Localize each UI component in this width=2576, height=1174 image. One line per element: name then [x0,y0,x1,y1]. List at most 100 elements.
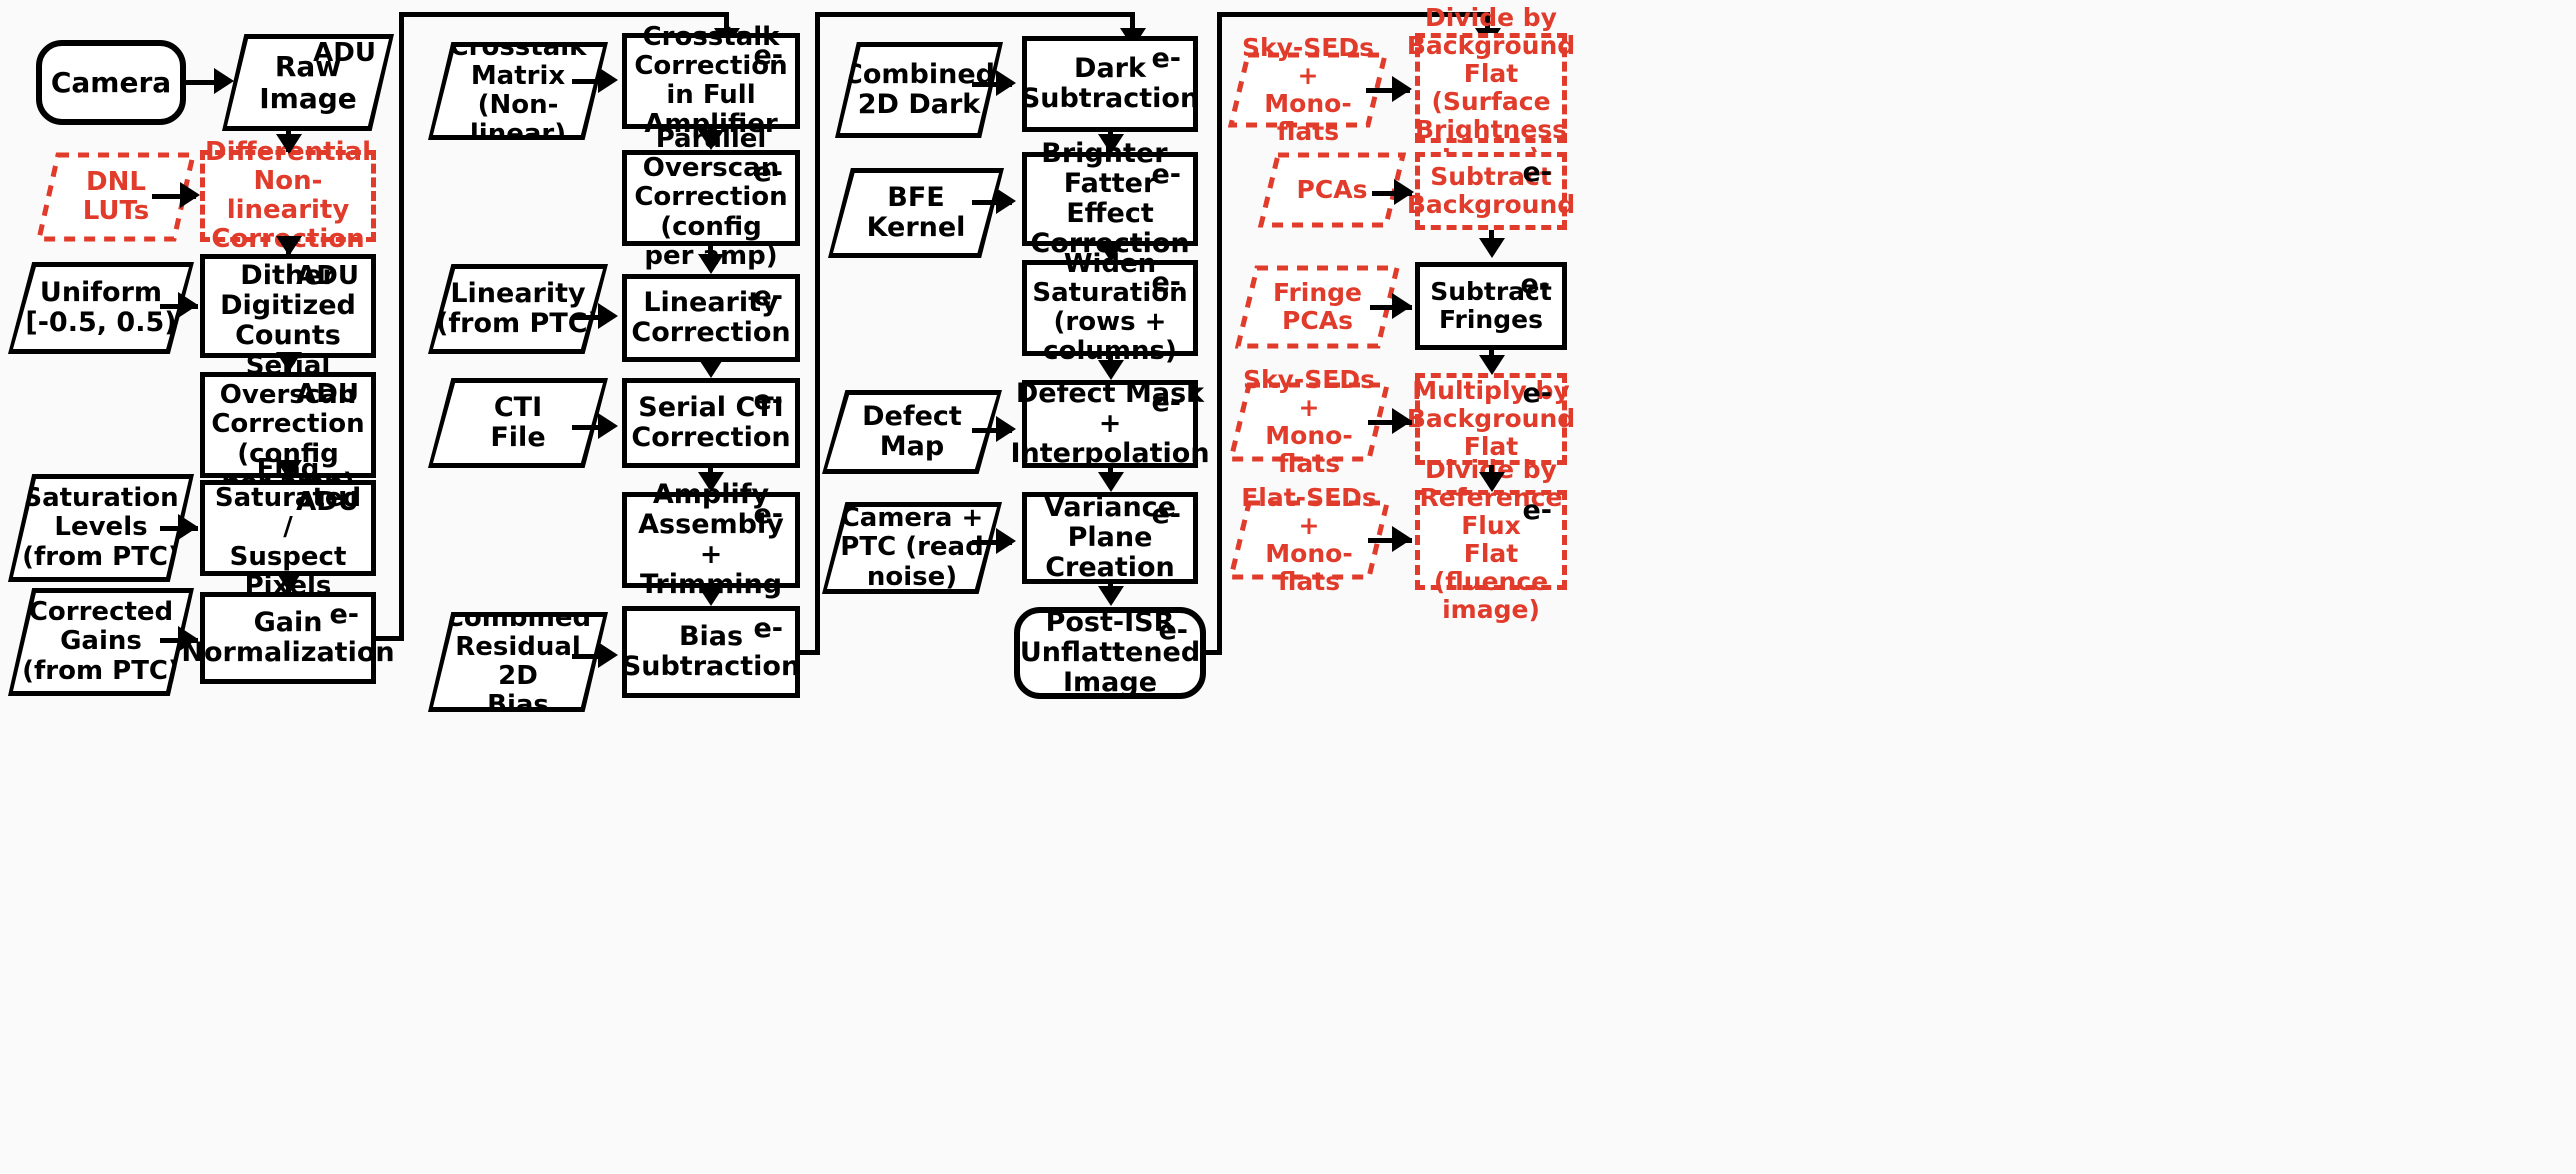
edge-col2-to-col3-down [1130,12,1135,34]
arrowhead [598,642,618,668]
edge-ctifile-to-corr [572,425,612,430]
node-bfe-correction[interactable]: Brighter-Fatter Effect Correction e- [1022,138,1198,259]
unit-tag-adu: ADU [313,38,376,68]
node-pcas[interactable]: PCAs [1258,152,1406,228]
arrowhead [996,70,1016,96]
edge-subtractbkg-to-fringes [1489,230,1494,240]
edge-cameraptc-to-variance [972,540,1012,545]
node-amplify-assembly-label: Amplify Assembly + Trimming [638,478,784,601]
node-defect-mask-label: Defect Mask + Interpolation [1010,377,1210,470]
unit-tag-adu: ADU [296,379,359,409]
node-crosstalk-correction[interactable]: Crosstalk Correction in Full Amplifier e… [622,22,800,139]
unit-tag-electron: e- [753,40,783,71]
node-subtract-fringes-label: Subtract Fringes [1430,277,1552,334]
node-widen-saturation[interactable]: Widen Saturation (rows + columns) e- [1022,249,1198,366]
node-sky-seds-2[interactable]: Sky-SEDs + Mono-flats [1228,366,1390,478]
edge-fringepcas-to-subtractfringes [1370,305,1412,310]
edge-linearityptc-to-corr [572,315,612,320]
node-gain-normalization[interactable]: Gain Normalization e- [181,592,395,684]
node-variance-plane-label: Variance Plane Creation [1044,491,1176,584]
edge-dnl-luts-to-correction [152,194,196,199]
edge-flatseds-to-divideref [1368,538,1412,543]
arrowhead [1479,472,1505,492]
node-divide-background-flat[interactable]: Divide by Background Flat (Surface Brigh… [1407,4,1575,172]
unit-tag-electron: e- [1158,615,1188,646]
edge-fringes-to-multiply [1489,350,1494,358]
node-sky-seds-1-label: Sky-SEDs + Mono-flats [1241,33,1375,146]
node-flag-saturated[interactable]: Flag Saturated / Suspect Pixels ADU [200,455,376,600]
edge-col1-to-col2-h1 [376,636,404,641]
node-parallel-overscan[interactable]: Parallel Overscan Correction (config per… [622,125,800,270]
node-multiply-background-flat[interactable]: Multiply by Background Flat e- [1407,373,1575,465]
node-bias-subtraction[interactable]: Bias Subtraction e- [622,606,800,698]
edge-parallel-to-linearity [708,246,713,256]
node-serial-cti-correction[interactable]: Serial CTI Correction e- [622,378,800,468]
node-camera[interactable]: Camera [36,40,186,125]
node-dither[interactable]: Dither Digitized Counts ADU [200,254,376,358]
unit-tag-adu: ADU [296,261,359,291]
node-defect-mask[interactable]: Defect Mask + Interpolation e- [1010,378,1209,469]
node-bfe-kernel[interactable]: BFE Kernel [828,168,1004,258]
edge-camera-to-raw [186,80,218,85]
node-uniform-label: Uniform [-0.5, 0.5) [25,276,177,338]
node-camera-ptc[interactable]: Camera + PTC (read noise) [822,502,1002,594]
node-combined-residual-bias-label: Combined Residual 2D Bias [444,602,592,721]
edge-multiply-to-divideref [1489,465,1494,473]
node-bfe-kernel-label: BFE Kernel [866,181,966,243]
node-dnl-correction-label: Differential Non-linearity Correction [205,137,371,255]
node-flat-seds[interactable]: Flat-SEDs + Mono-flats [1228,484,1390,596]
node-parallel-overscan-label: Parallel Overscan Correction (config per… [634,124,788,271]
unit-tag-electron: e- [753,281,783,312]
node-divide-reference-flux[interactable]: Divide by Reference Flux Flat (fluence i… [1415,456,1567,624]
node-sky-seds-1[interactable]: Sky-SEDs + Mono-flats [1228,34,1388,146]
node-bias-subtraction-label: Bias Subtraction [621,620,801,682]
node-combined-residual-bias[interactable]: Combined Residual 2D Bias [428,612,608,712]
node-linearity-ptc[interactable]: Linearity (from PTC) [428,264,608,354]
node-variance-plane[interactable]: Variance Plane Creation e- [1022,492,1198,584]
node-combined-2d-dark[interactable]: Combined 2D Dark [835,42,1003,138]
node-dither-label: Dither Digitized Counts [220,259,356,352]
unit-tag-electron: e- [1151,159,1181,190]
node-saturation-levels[interactable]: Saturation Levels (from PTC) [8,474,194,582]
node-dark-subtraction-label: Dark Subtraction [1020,52,1200,114]
edge-col3-to-col4-h1 [1206,650,1222,655]
unit-tag-electron: e- [1151,43,1181,74]
node-camera-ptc-label: Camera + PTC (read noise) [840,503,984,592]
unit-tag-electron: e- [753,499,783,530]
node-sky-seds-2-label: Sky-SEDs + Mono-flats [1242,365,1376,478]
arrowhead [1479,355,1505,375]
edge-cti-to-amplify [708,468,713,474]
node-amplify-assembly[interactable]: Amplify Assembly + Trimming e- [622,479,800,600]
node-post-isr[interactable]: Post-ISR Unflattened Image e- [1014,607,1206,699]
node-dnl-correction[interactable]: Differential Non-linearity Correction [200,137,376,254]
arrowhead [1392,293,1412,319]
node-fringe-pcas-label: Fringe PCAs [1272,278,1363,335]
node-subtract-fringes[interactable]: Subtract Fringes e- [1415,262,1567,350]
arrowhead [1392,526,1412,552]
edge-dark-to-darksub [972,82,1012,87]
arrowhead [180,182,200,208]
node-raw-image[interactable]: Raw Image ADU [222,34,394,131]
node-fringe-pcas[interactable]: Fringe PCAs [1235,265,1400,349]
node-uniform[interactable]: Uniform [-0.5, 0.5) [8,262,194,354]
node-cti-file[interactable]: CTI File [428,378,608,468]
node-dnl-luts[interactable]: DNL LUTs [36,152,196,242]
node-subtract-background[interactable]: Subtract Background e- [1407,152,1575,230]
node-linearity-correction[interactable]: Linearity Correction e- [622,274,800,362]
unit-tag-electron: e- [329,599,359,630]
edge-combinedbias-to-biassub [572,654,612,659]
edge-col2-to-col3-h2 [815,12,1135,17]
arrowhead [698,472,724,492]
arrowhead [178,292,198,318]
node-dark-subtraction[interactable]: Dark Subtraction e- [1021,36,1199,132]
unit-tag-electron: e- [753,613,783,644]
unit-tag-electron: e- [1522,378,1552,409]
edge-col3-to-col4-down [1485,12,1490,34]
node-crosstalk-correction-label: Crosstalk Correction in Full Amplifier [634,21,788,140]
arrowhead [1392,408,1412,434]
unit-tag-electron: e- [1151,387,1181,418]
node-serial-cti-correction-label: Serial CTI Correction [631,391,791,453]
node-crosstalk-matrix[interactable]: Crosstalk Matrix (Non-linear) [428,42,608,140]
arrowhead [698,130,724,150]
arrowhead [276,572,302,592]
